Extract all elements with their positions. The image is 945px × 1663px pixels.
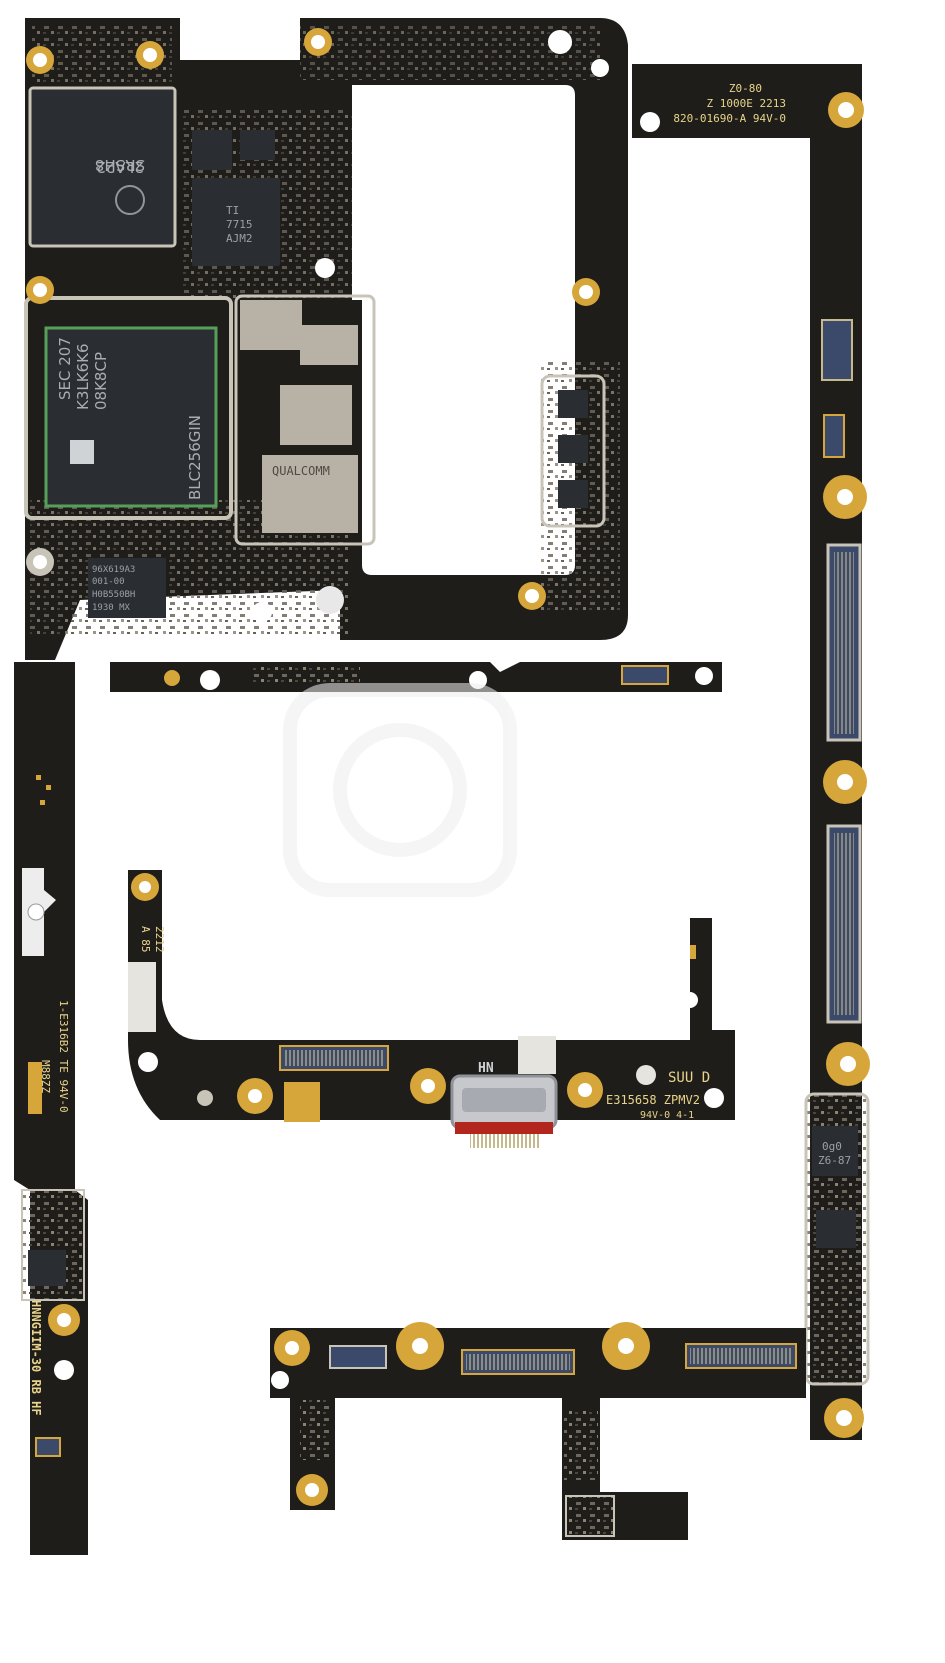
ram-line4: BLC256GIN (186, 415, 204, 500)
right-chip-l2: Z6-87 (818, 1154, 851, 1167)
usb-top-label1: A 85 (139, 926, 152, 953)
usb-suu-label: SUU D (668, 1070, 710, 1086)
right-strip-line3: 820-01690-A 94V-0 (673, 112, 786, 125)
memory-chip: 2LA22 SRSH8 (28, 86, 177, 248)
top-flex-strip (110, 662, 722, 692)
mem-chip-line1: 2LA22 (96, 158, 144, 176)
usb-board: A 85 2212 HN SUU D E315658 ZPMV2 94V-0 4… (128, 870, 735, 1148)
bottom-flex-board (270, 1322, 806, 1540)
right-strip-chip: 0g0 Z6-87 (812, 1126, 858, 1176)
left-strip-text1: 1-E316B2 TE 94V-0 (57, 1000, 70, 1113)
usb-ul-mark: 94V-0 4-1 (640, 1110, 694, 1121)
chip-logo-icon (115, 185, 145, 215)
ram-line1: SEC 207 (56, 337, 74, 400)
bottom-chip-l1: 96X619A3 (92, 565, 135, 575)
left-strip-text3: HNNGIIM-30 RB HF (29, 1300, 43, 1416)
ram-line3: 08K8CP (92, 352, 110, 410)
watermark (283, 683, 517, 897)
usb-code: E315658 ZPMV2 (606, 1093, 700, 1107)
usb-top-label2: 2212 (153, 926, 166, 953)
ram-chip: SEC 207 K3LK6K6 08K8CP BLC256GIN (44, 326, 218, 508)
ti-chip-line3: AJM2 (226, 232, 253, 245)
qualcomm-label: QUALCOMM (272, 464, 330, 478)
ti-chip: TI 7715 AJM2 (192, 178, 280, 266)
right-strip-line1: Z0-80 (729, 82, 762, 95)
bottom-chip: 96X619A3 001-00 H0B550BH 1930 MX (88, 558, 166, 618)
board-connector (826, 824, 862, 1024)
board-connector (826, 543, 862, 742)
ram-line2: K3LK6K6 (74, 344, 92, 411)
right-strip-line2: Z 1000E 2213 (707, 97, 786, 110)
main-board: 2LA22 SRSH8 TI 7715 AJM2 SEC 207 K3LK6K6… (24, 18, 628, 660)
ti-chip-line1: TI (226, 204, 239, 217)
bottom-chip-l4: 1930 MX (92, 603, 131, 613)
mem-chip-line2: SRSH8 (95, 156, 145, 174)
bottom-chip-l3: H0B550BH (92, 590, 135, 600)
ti-chip-line2: 7715 (226, 218, 253, 231)
left-flex-strip: 1-E316B2 TE 94V-0 M88ZZ HNNGIIM-30 RB HF (14, 662, 88, 1555)
usb-hn-label: HN (478, 1061, 494, 1076)
right-chip-l1: 0g0 (822, 1140, 842, 1153)
usb-c-port (450, 1074, 558, 1148)
bottom-chip-l2: 001-00 (92, 577, 125, 587)
right-flex-strip: Z0-80 Z 1000E 2213 820-01690-A 94V-0 0g0… (632, 64, 870, 1440)
mount-holes (26, 28, 609, 622)
qualcomm-chip: QUALCOMM (262, 455, 358, 533)
qr-code-icon (70, 440, 94, 464)
left-strip-text2: M88ZZ (39, 1060, 52, 1093)
